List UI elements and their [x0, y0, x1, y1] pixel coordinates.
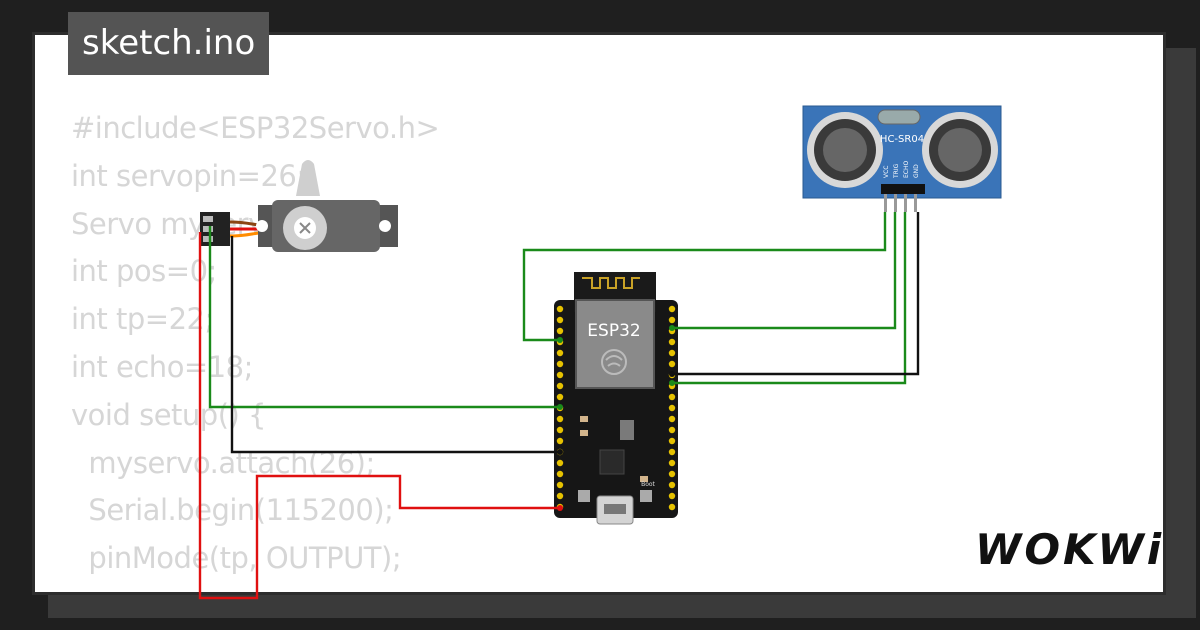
header-pin	[668, 448, 676, 456]
header-pin	[668, 415, 676, 423]
servo-motor[interactable]	[200, 160, 398, 252]
header-pin	[556, 426, 564, 434]
header-pin	[668, 338, 676, 346]
header-pin	[668, 481, 676, 489]
header-pin	[668, 316, 676, 324]
header-pin	[556, 415, 564, 423]
header-pin	[556, 393, 564, 401]
code-line: pinMode(tp, OUTPUT);	[71, 541, 402, 576]
code-preview: #include<ESP32Servo.h> int servopin=26; …	[71, 105, 440, 592]
code-line: int echo=18;	[71, 349, 253, 384]
pin-header-left	[556, 305, 564, 511]
header-pin	[556, 349, 564, 357]
esp32-board[interactable]: ESP32 Boot	[554, 272, 678, 525]
sensor-label: HC-SR04	[880, 134, 924, 145]
wire-endpoints	[557, 325, 675, 511]
code-line: pinMode(echo, INPUT);	[71, 583, 439, 592]
header-pin	[556, 382, 564, 390]
svg-text:VCC: VCC	[883, 166, 890, 178]
espressif-logo-icon	[601, 349, 627, 375]
header-pin	[556, 459, 564, 467]
hc-sr04-sensor[interactable]: HC-SR04 VCC TRIG ECHO GND	[802, 105, 1002, 212]
code-line: int tp=22;	[71, 302, 214, 337]
header-pin	[556, 437, 564, 445]
en-button[interactable]	[578, 490, 590, 502]
svg-text:ECHO: ECHO	[903, 161, 910, 178]
code-line: #include<ESP32Servo.h>	[71, 111, 440, 145]
svg-text:GND: GND	[913, 164, 920, 178]
header-pin	[556, 371, 564, 379]
header-pin	[668, 470, 676, 478]
header-pin	[668, 393, 676, 401]
wokwi-logo: WOKWi	[975, 525, 1165, 574]
header-pin	[668, 349, 676, 357]
code-line: Serial.begin(115200);	[71, 493, 394, 528]
header-pin	[556, 470, 564, 478]
header-pin	[668, 437, 676, 445]
header-pin	[556, 492, 564, 500]
code-line: int servopin=26;	[71, 158, 306, 193]
esp32-label: ESP32	[587, 321, 640, 341]
sketch-title[interactable]: sketch.ino	[68, 12, 270, 75]
wires	[198, 212, 920, 600]
header-pin	[556, 360, 564, 368]
header-pin	[668, 360, 676, 368]
boot-button[interactable]	[640, 490, 652, 502]
header-pin	[668, 404, 676, 412]
header-pin	[556, 327, 564, 335]
header-pin	[668, 459, 676, 467]
svg-text:Boot: Boot	[641, 481, 655, 488]
header-pin	[668, 426, 676, 434]
header-pin	[668, 492, 676, 500]
svg-text:TRIG: TRIG	[893, 163, 900, 179]
header-pin	[668, 503, 676, 511]
header-pin	[556, 316, 564, 324]
header-pin	[668, 305, 676, 313]
header-pin	[556, 481, 564, 489]
header-pin	[556, 305, 564, 313]
